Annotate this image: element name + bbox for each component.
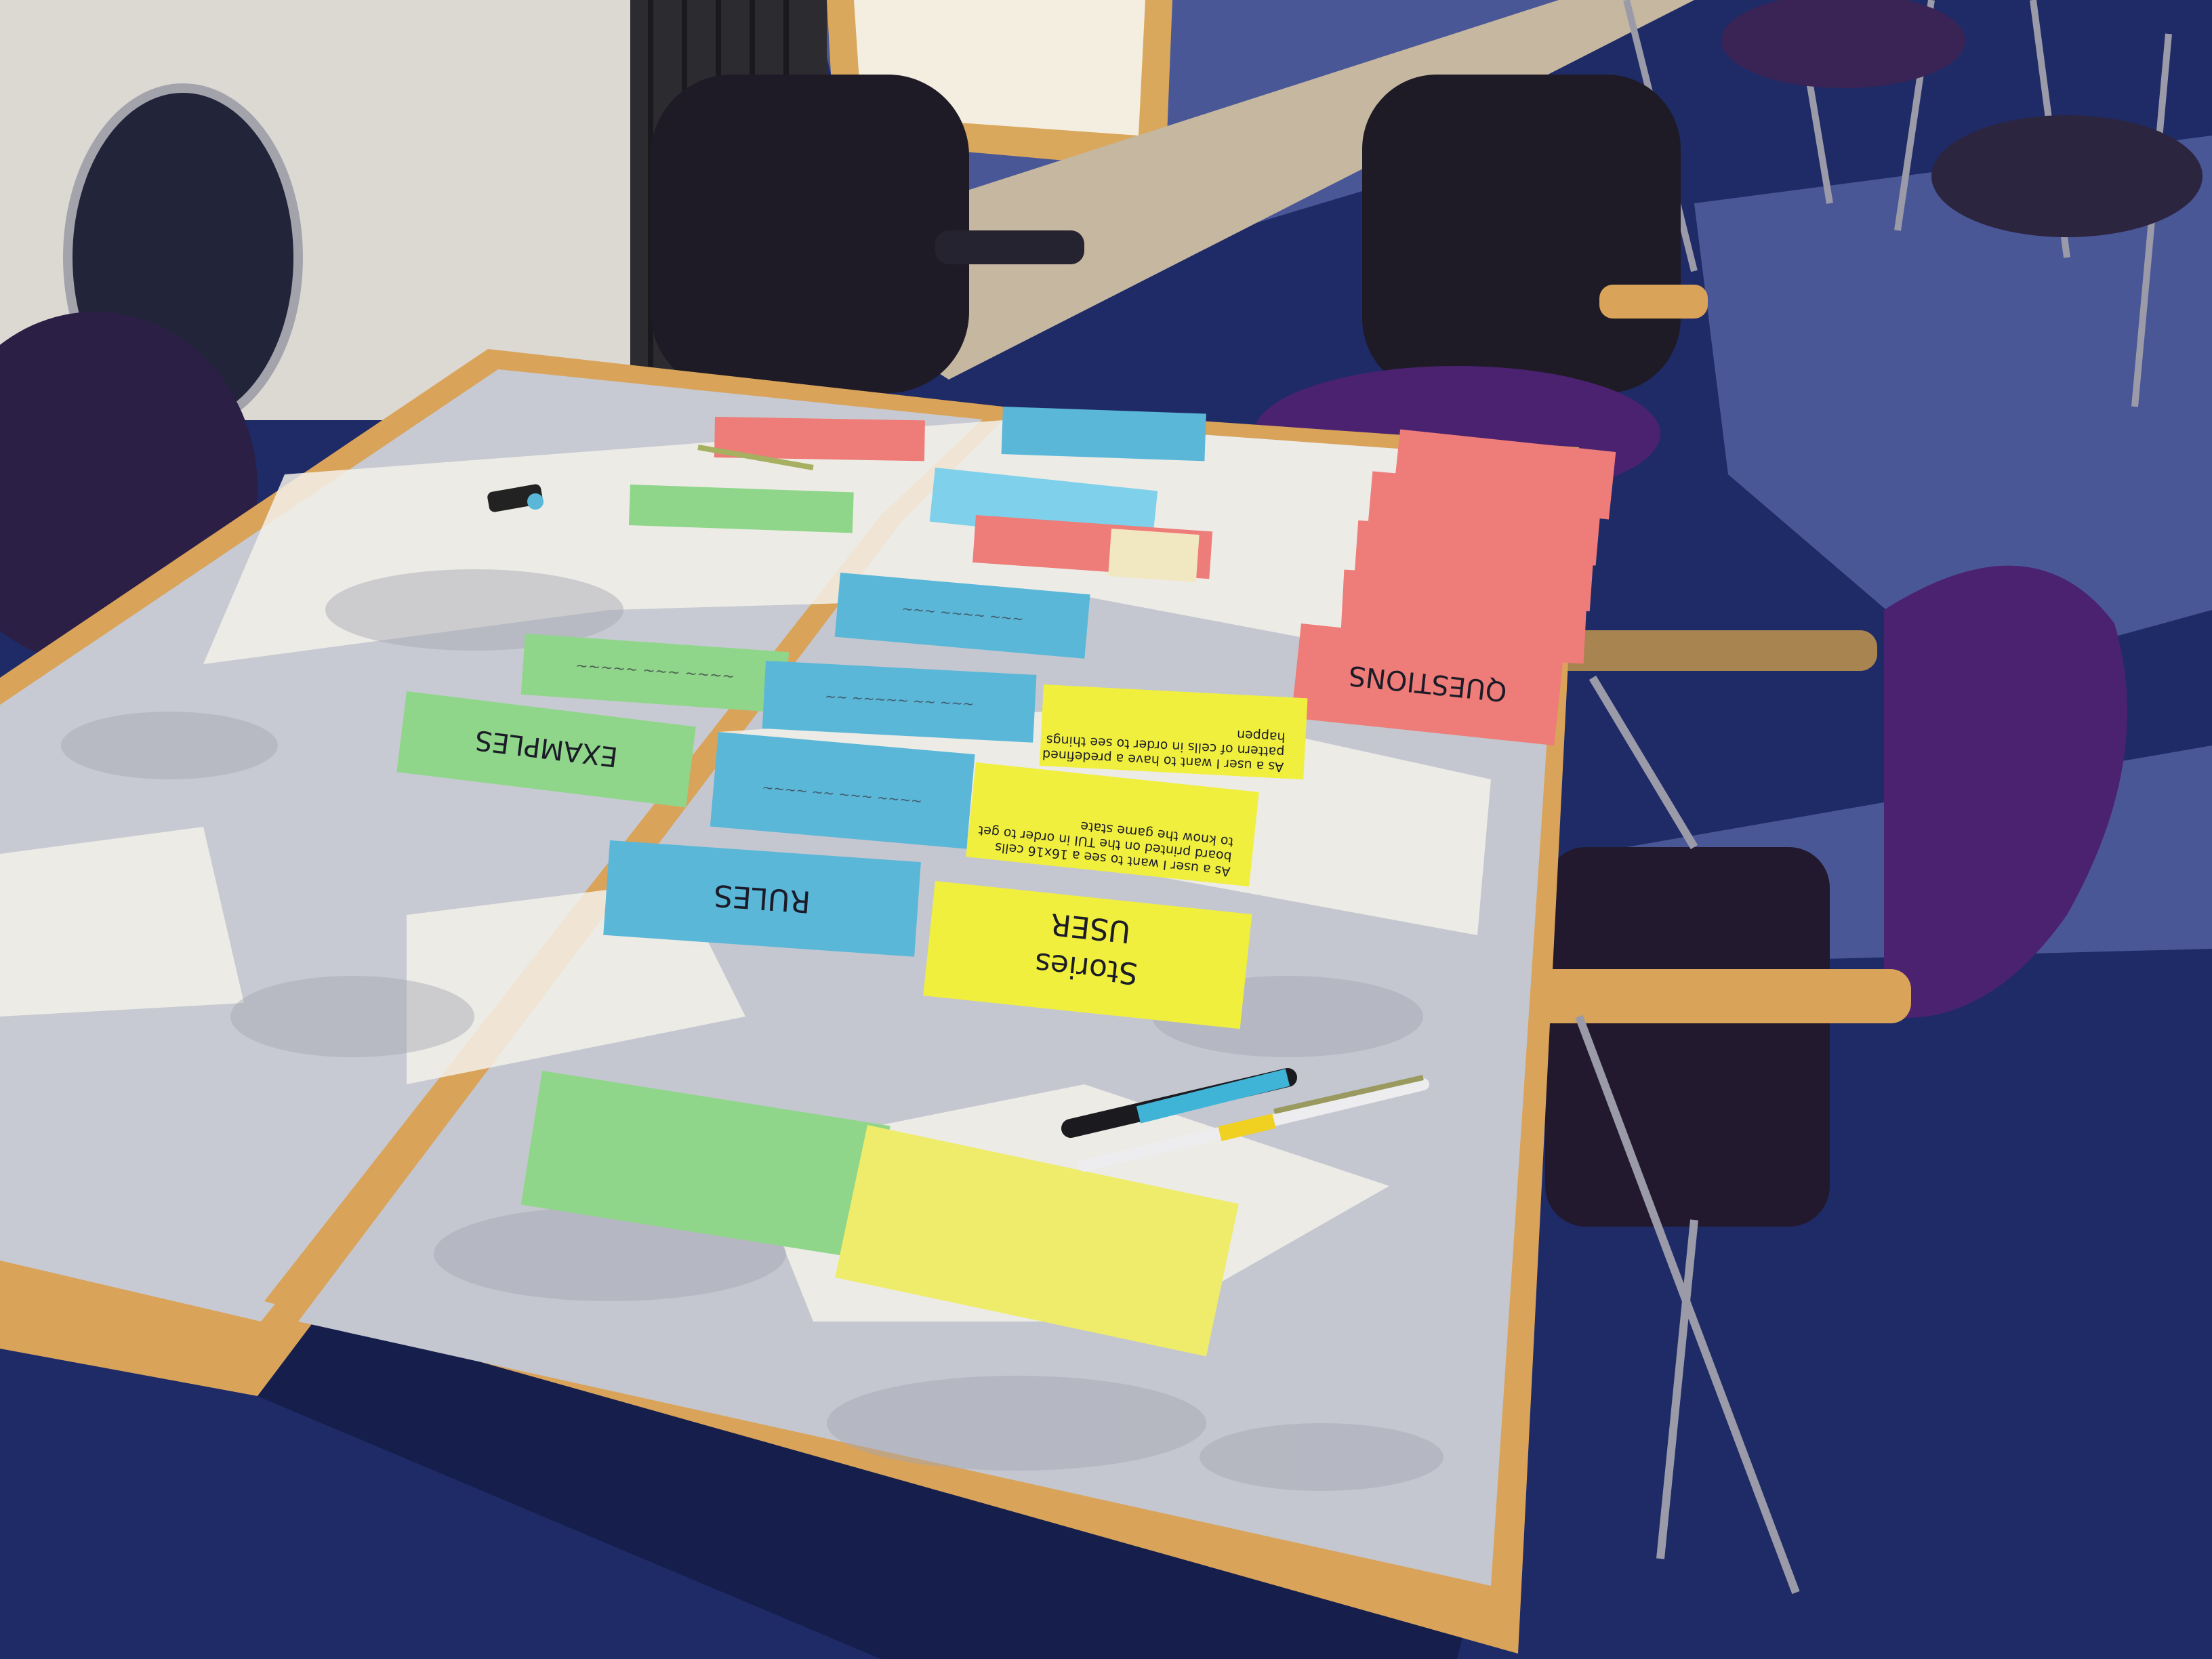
- chair-side-back: [1884, 565, 2127, 1019]
- chair-side-arm-2: [1552, 630, 1877, 671]
- card-examples: EXAMPLES: [396, 691, 696, 808]
- chair-side-arm: [1518, 969, 1911, 1023]
- chair-side-legs: [1575, 675, 1800, 1595]
- chair-right-arm: [1599, 285, 1708, 319]
- card-story-1: As a user I want to have a predefined pa…: [1039, 684, 1308, 780]
- chair-right-back: [1362, 75, 1681, 393]
- card-blue-top-1: [1001, 407, 1206, 462]
- card-blue-rule-2: ~~~~ ~~~ ~~ ~~~~: [710, 732, 975, 849]
- card-green-top: [628, 485, 854, 533]
- chair-side-seat: [1545, 847, 1830, 1227]
- card-blue-rule-1: ~~~ ~~ ~~~~~ ~~: [762, 660, 1037, 743]
- pen-icon: [697, 445, 1429, 1172]
- card-questions: QUESTIONS: [1291, 623, 1564, 745]
- card-user-stories: Stories USER: [923, 881, 1252, 1029]
- card-green-1: ~~~~ ~~~ ~~~~~: [520, 634, 790, 713]
- table-leaf-shadows: [61, 569, 1443, 1491]
- card-yellow-blank: [835, 1125, 1239, 1357]
- user-stories-line2: USER: [1048, 906, 1132, 949]
- background-chair-seat: [1721, 0, 1965, 88]
- card-yellow-mid: [1108, 529, 1200, 582]
- background-chair-seat: [1931, 115, 2203, 237]
- usb-stick-icon: [487, 484, 544, 512]
- card-blue-question: ~~~ ~~~~ ~~~: [834, 573, 1090, 659]
- chair-center-arm: [935, 230, 1084, 264]
- card-rules: RULES: [603, 840, 921, 957]
- chair-center-back: [651, 75, 969, 393]
- card-red-top: [714, 417, 925, 462]
- card-green-blank: [520, 1071, 890, 1260]
- card-story-2: As a user I want to see a 16x16 cells bo…: [966, 762, 1259, 887]
- rules-label: RULES: [712, 878, 811, 919]
